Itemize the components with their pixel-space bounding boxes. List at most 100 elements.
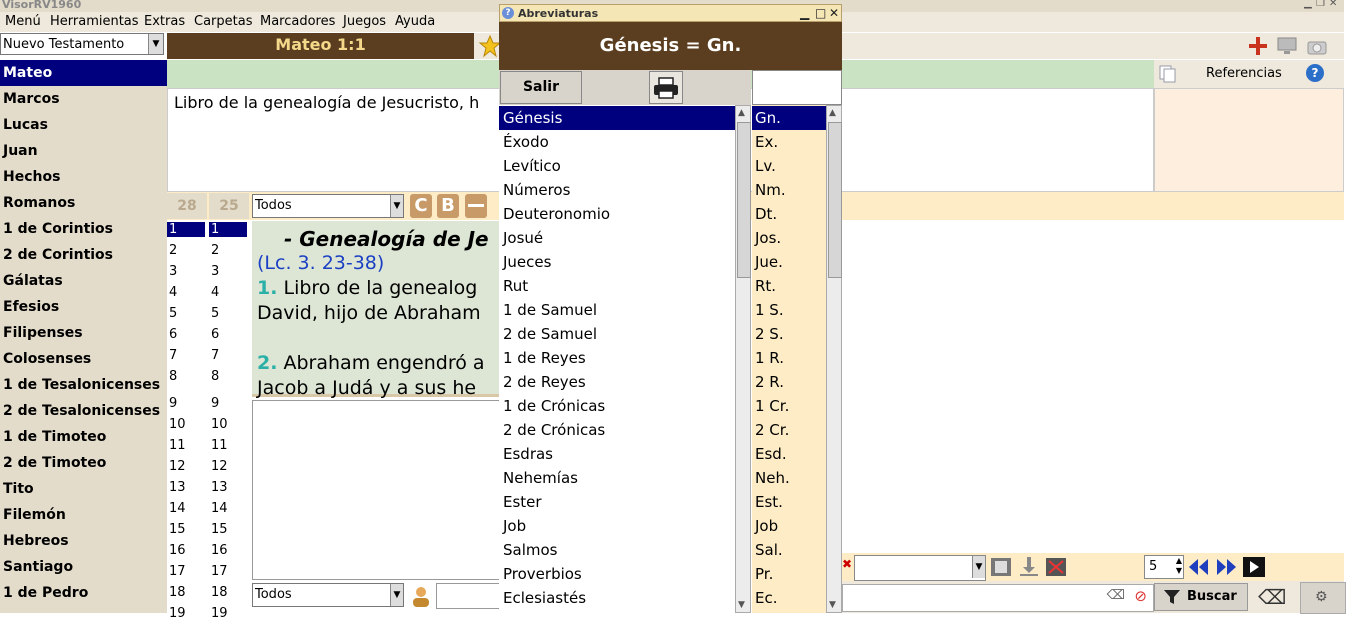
dialog-abbreviation-item[interactable]: Jue. bbox=[755, 253, 783, 271]
chapter-item[interactable]: 16 bbox=[169, 543, 186, 558]
clear-search-icon[interactable]: ⌫ bbox=[1258, 585, 1287, 609]
dialog-book-item[interactable]: Rut bbox=[503, 277, 529, 295]
verse-item[interactable]: 2 bbox=[211, 243, 220, 258]
dialog-abbreviation-item[interactable]: Sal. bbox=[755, 541, 783, 559]
dialog-book-item[interactable]: Job bbox=[503, 517, 527, 535]
dialog-abbreviation-item[interactable]: Lv. bbox=[755, 157, 776, 175]
c-tool-button[interactable]: C bbox=[410, 194, 432, 218]
sidebar-book-item[interactable]: Tito bbox=[3, 481, 34, 497]
dialog-abbreviation-item[interactable]: 2 Cr. bbox=[755, 421, 790, 439]
menu-item-juegos[interactable]: Juegos bbox=[343, 14, 387, 29]
filter-select-bottom[interactable]: Todos ▼ bbox=[252, 583, 404, 607]
verse-item[interactable]: 8 bbox=[211, 369, 220, 384]
dialog-book-item[interactable]: Esdras bbox=[503, 445, 553, 463]
verse-item[interactable]: 6 bbox=[211, 327, 220, 342]
chapter-item[interactable]: 19 bbox=[169, 606, 186, 621]
sidebar-book-item[interactable]: Santiago bbox=[3, 559, 74, 575]
dialog-book-item[interactable]: Salmos bbox=[503, 541, 558, 559]
dialog-abbreviation-item[interactable]: Esd. bbox=[755, 445, 787, 463]
menu-item-extras[interactable]: Extras bbox=[144, 14, 186, 29]
chapter-item[interactable]: 12 bbox=[169, 459, 186, 474]
sidebar-book-item[interactable]: Juan bbox=[3, 143, 38, 159]
sidebar-book-item[interactable]: Colosenses bbox=[3, 351, 92, 367]
sidebar-book-item[interactable]: 1 de Pedro bbox=[3, 585, 89, 601]
menu-item-ayuda[interactable]: Ayuda bbox=[395, 14, 436, 29]
b-tool-button[interactable]: B bbox=[437, 194, 459, 218]
dialog-book-item[interactable]: 2 de Crónicas bbox=[503, 421, 606, 439]
verse-item[interactable]: 4 bbox=[211, 285, 220, 300]
commentary-pane[interactable] bbox=[252, 400, 502, 580]
play-film-icon[interactable] bbox=[1242, 556, 1266, 578]
sidebar-book-item[interactable]: 2 de Tesalonicenses bbox=[3, 403, 161, 419]
verse-item[interactable]: 9 bbox=[211, 396, 220, 411]
dialog-book-item[interactable]: 2 de Samuel bbox=[503, 325, 598, 343]
star-add-icon[interactable] bbox=[478, 34, 502, 58]
dialog-abbreviation-item[interactable]: Ex. bbox=[755, 133, 779, 151]
chapter-item[interactable]: 2 bbox=[169, 243, 178, 258]
sidebar-book-item[interactable]: Efesios bbox=[3, 299, 60, 315]
search-field-left[interactable] bbox=[436, 583, 500, 609]
chevron-down-icon[interactable]: ▼ bbox=[390, 195, 403, 217]
dialog-abbreviation-item[interactable]: 2 R. bbox=[755, 373, 784, 391]
chevron-down-icon[interactable]: ▼ bbox=[972, 556, 985, 578]
person-icon[interactable] bbox=[409, 584, 433, 608]
scroll-up-icon[interactable]: ▲ bbox=[829, 108, 836, 118]
dialog-book-item[interactable]: Eclesiastés bbox=[503, 589, 587, 607]
chapter-item[interactable]: 5 bbox=[169, 306, 178, 321]
chapter-item[interactable]: 14 bbox=[169, 501, 186, 516]
menu-item-marcadores[interactable]: Marcadores bbox=[260, 14, 336, 29]
dialog-abbreviation-item[interactable]: Rt. bbox=[755, 277, 777, 295]
dialog-book-item[interactable]: 2 de Reyes bbox=[503, 373, 586, 391]
chapter-item[interactable]: 1 bbox=[167, 222, 205, 237]
film-icon[interactable] bbox=[990, 556, 1012, 578]
sidebar-book-item[interactable]: 1 de Timoteo bbox=[3, 429, 107, 445]
add-icon[interactable] bbox=[1248, 36, 1268, 56]
separator-tool-button[interactable] bbox=[465, 194, 487, 218]
dialog-book-item[interactable]: Deuteronomio bbox=[503, 205, 611, 223]
verse-item[interactable]: 7 bbox=[211, 348, 220, 363]
chapter-item[interactable]: 9 bbox=[169, 396, 178, 411]
verse-item[interactable]: 10 bbox=[211, 417, 228, 432]
restore-icon[interactable]: ❐ bbox=[1316, 0, 1325, 9]
verse-item[interactable]: 11 bbox=[211, 438, 228, 453]
menu-item-carpetas[interactable]: Carpetas bbox=[194, 14, 253, 29]
sidebar-book-item[interactable]: 1 de Corintios bbox=[3, 221, 114, 237]
abbreviation-input[interactable] bbox=[752, 70, 842, 105]
verse-item[interactable]: 14 bbox=[211, 501, 228, 516]
chevron-down-icon[interactable]: ▼ bbox=[390, 584, 403, 606]
delete-film-icon[interactable] bbox=[1045, 556, 1067, 578]
sidebar-book-item[interactable]: 1 de Tesalonicenses bbox=[3, 377, 161, 393]
dialog-abbreviation-item[interactable]: 1 Cr. bbox=[755, 397, 790, 415]
verse-item[interactable]: 19 bbox=[211, 606, 228, 621]
dialog-book-item[interactable]: 1 de Samuel bbox=[503, 301, 598, 319]
menu-item-herramientas[interactable]: Herramientas bbox=[50, 14, 139, 29]
scroll-down-icon[interactable]: ▼ bbox=[738, 600, 745, 610]
scroll-down-icon[interactable]: ▼ bbox=[829, 600, 836, 610]
menu-item-menu[interactable]: Menú bbox=[5, 14, 41, 29]
close-icon[interactable]: ✕ bbox=[829, 6, 840, 20]
dialog-book-item[interactable]: Ester bbox=[503, 493, 542, 511]
dialog-book-item[interactable]: 1 de Crónicas bbox=[503, 397, 606, 415]
chevron-down-icon[interactable]: ▼ bbox=[148, 34, 163, 54]
dialog-book-item[interactable]: 1 de Reyes bbox=[503, 349, 586, 367]
backspace-icon[interactable]: ⌫ bbox=[1106, 588, 1125, 603]
scroll-up-icon[interactable]: ▲ bbox=[738, 108, 745, 118]
chapter-item[interactable]: 15 bbox=[169, 522, 186, 537]
dialog-abbreviation-item[interactable]: Jos. bbox=[755, 229, 782, 247]
sidebar-book-item[interactable]: Hechos bbox=[3, 169, 61, 185]
camera-icon[interactable] bbox=[1306, 36, 1328, 56]
minimize-icon[interactable]: ▁ bbox=[800, 6, 810, 20]
cross-reference[interactable]: (Lc. 3. 23-38) bbox=[257, 252, 385, 274]
dialog-abbreviation-item[interactable]: Neh. bbox=[755, 469, 790, 487]
chapter-item[interactable]: 18 bbox=[169, 585, 186, 600]
sidebar-book-item[interactable]: Filemón bbox=[3, 507, 66, 523]
verse-item[interactable]: 12 bbox=[211, 459, 228, 474]
verse-item[interactable]: 18 bbox=[211, 585, 228, 600]
print-button[interactable] bbox=[649, 71, 683, 104]
dialog-book-item[interactable]: Éxodo bbox=[503, 133, 549, 151]
sidebar-book-item[interactable]: Gálatas bbox=[3, 273, 63, 289]
dialog-book-item[interactable]: Proverbios bbox=[503, 565, 582, 583]
dialog-abbreviation-item[interactable]: Job bbox=[755, 517, 779, 535]
dialog-abbreviation-item[interactable]: Ec. bbox=[755, 589, 778, 607]
sidebar-book-item[interactable]: Romanos bbox=[3, 195, 76, 211]
